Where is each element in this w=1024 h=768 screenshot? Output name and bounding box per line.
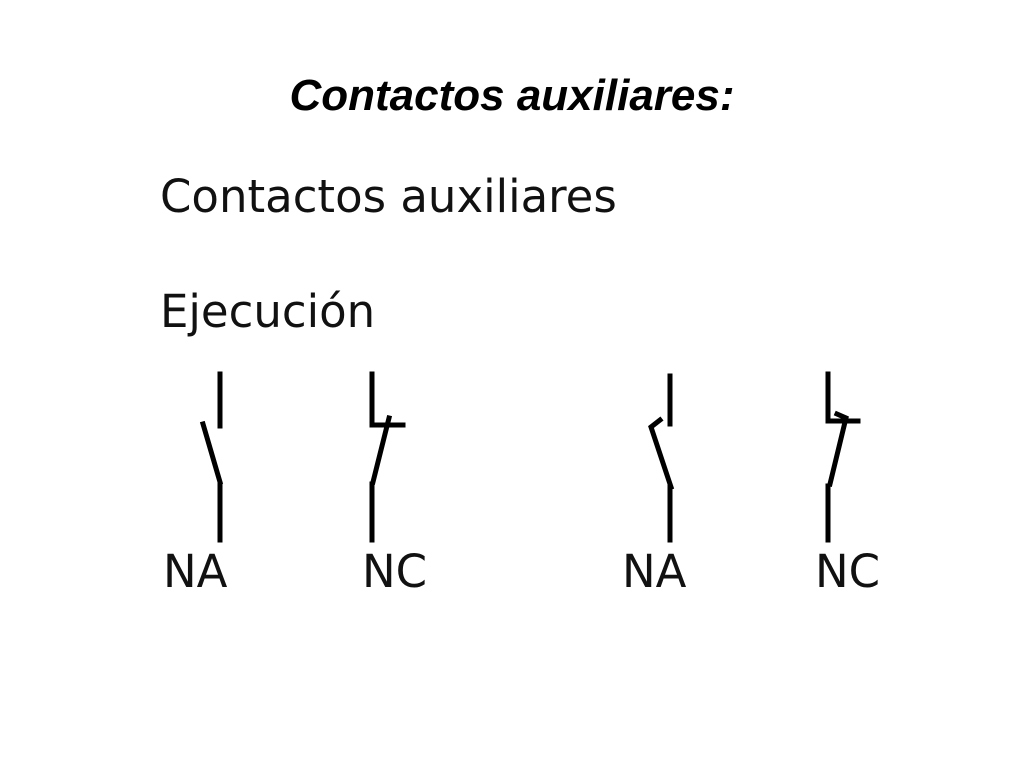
contact-symbol-na-2 (648, 373, 675, 543)
contact-nc-2-upper-terminal (825, 371, 861, 424)
contact-label-nc-2: NC (815, 545, 881, 598)
contact-symbol-na-1 (199, 371, 224, 543)
contact-nc-1-blade (369, 414, 393, 486)
contact-label-nc-1: NC (362, 545, 428, 598)
contact-symbol-nc-2 (825, 371, 861, 543)
contact-label-na-1: NA (163, 545, 228, 598)
contact-symbol-nc-1 (369, 371, 406, 543)
contact-label-na-2: NA (622, 545, 687, 598)
contact-na-2-blade (648, 416, 675, 491)
contact-nc-1-upper-terminal (369, 371, 406, 428)
slide-title: Contactos auxiliares: (289, 71, 735, 120)
contact-na-1-blade (199, 420, 224, 486)
contact-nc-2-blade (826, 410, 849, 488)
figure-subheading: Ejecución (160, 285, 376, 338)
figure-heading: Contactos auxiliares (160, 170, 617, 223)
